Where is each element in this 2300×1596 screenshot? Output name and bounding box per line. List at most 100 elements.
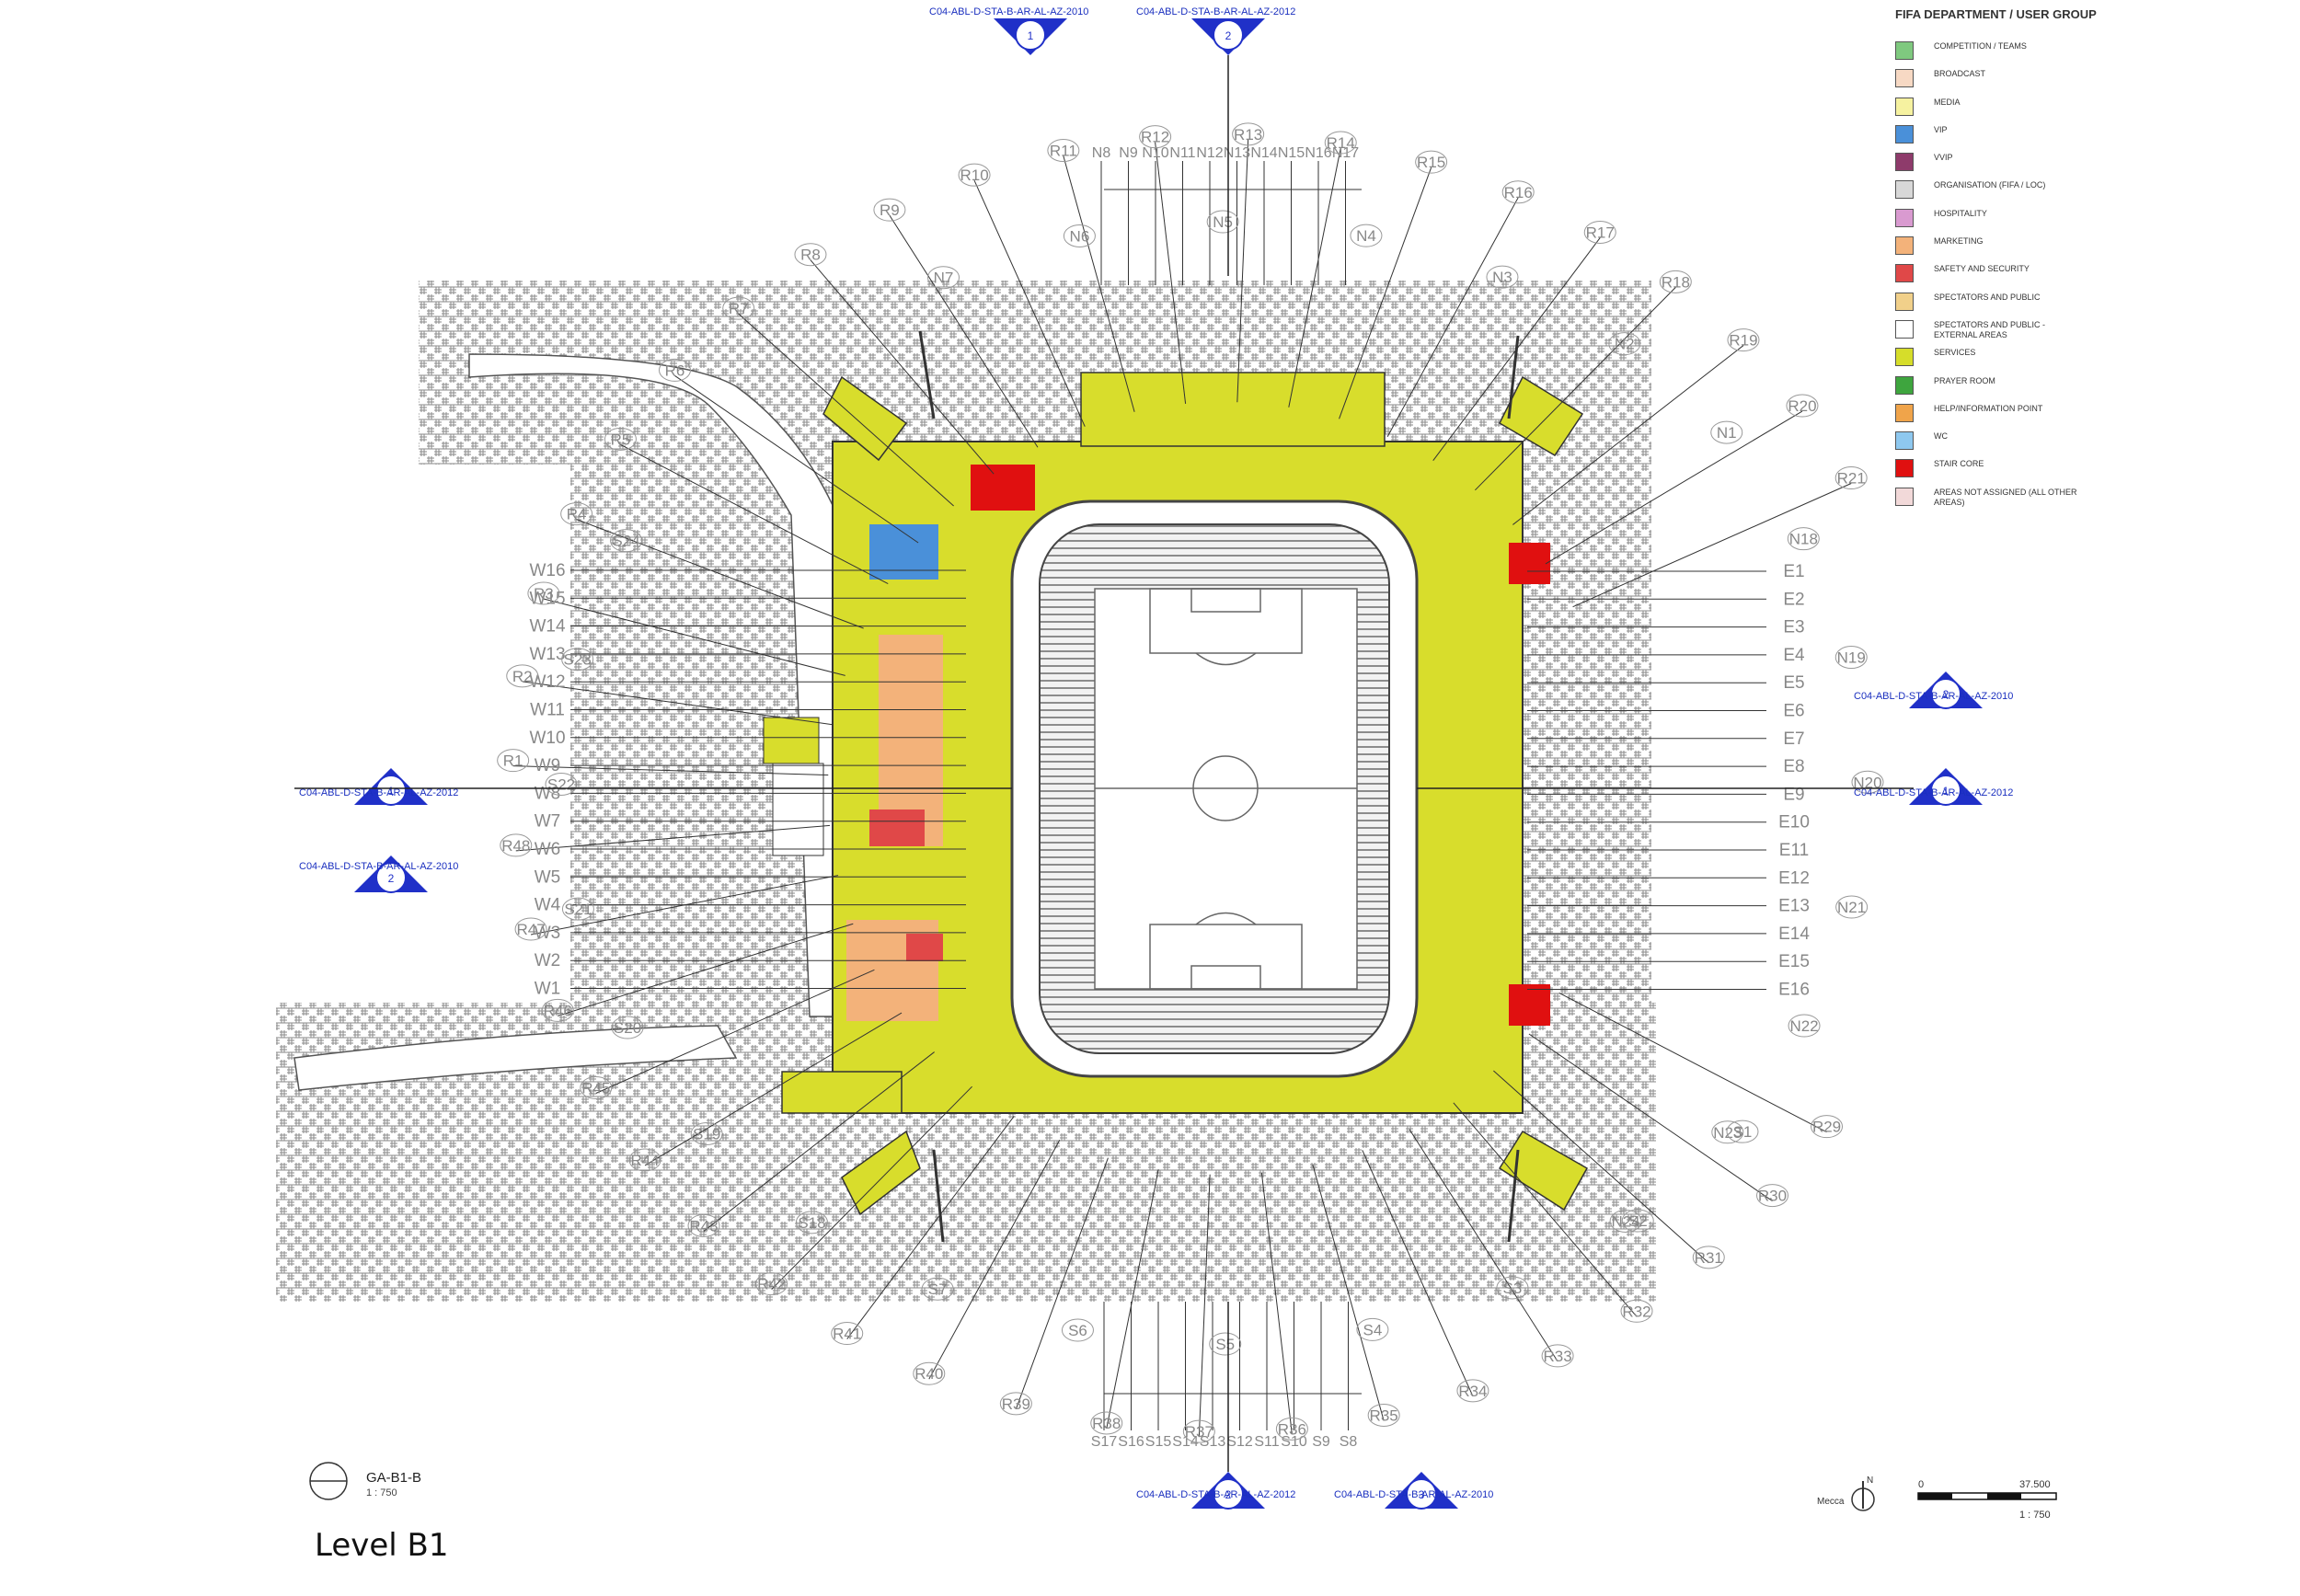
east-grid-label: E10 [1778,813,1810,832]
radial-grid-label: R3 [527,581,560,605]
radial-grid-label-text: R48 [501,837,530,855]
east-grid-label-text: E15 [1778,952,1810,971]
north-radial-label-text: N20 [1853,774,1881,791]
radial-grid-label: R41 [831,1322,864,1346]
legend-swatch [1895,459,1914,478]
north-radial-label: N4 [1350,224,1383,247]
north-grid-label-text: N9 [1119,145,1138,161]
radial-grid-label-text: R41 [833,1326,861,1343]
legend-swatch [1895,41,1914,60]
south-radial-label: S22 [545,772,578,796]
football-pitch [1094,588,1358,990]
west-grid-label: W2 [535,951,561,970]
south-radial-label-text: S23 [564,651,592,669]
radial-grid-label: R10 [958,163,991,187]
east-grid-label-text: E8 [1783,757,1804,776]
east-grid-label: E8 [1783,757,1804,776]
west-grid-label-text: W13 [529,645,565,664]
south-radial-label: S2 [1621,1209,1654,1233]
radial-grid-label: R42 [755,1272,788,1296]
west-grid-label: W12 [529,672,565,692]
section-marker-code: C04-ABL-D-STA-B-AR-AL-AZ-2010 [299,861,458,872]
legend-label: STAIR CORE [1934,459,1984,469]
north-radial-label: N3 [1486,265,1519,289]
radial-grid-label: R36 [1275,1417,1308,1441]
east-grid-label: E7 [1783,729,1804,749]
radial-grid-label-text: R16 [1504,184,1533,201]
radial-grid-label: R34 [1456,1379,1489,1403]
east-grid-label-text: E3 [1783,618,1804,637]
legend-item: AREAS NOT ASSIGNED (ALL OTHER AREAS) [1895,487,2263,515]
radial-grid-line [1155,142,1187,405]
legend-swatch [1895,236,1914,256]
radial-grid-label-text: R19 [1729,332,1757,350]
south-grid-label-text: S12 [1226,1434,1253,1450]
south-radial-label: S7 [921,1277,954,1301]
radial-grid-label: R6 [658,358,691,382]
east-grid-label-text: E1 [1783,562,1804,581]
legend-swatch [1895,69,1914,88]
legend-item: ORGANISATION (FIFA / LOC) [1895,180,2263,208]
radial-grid-label-text: R7 [729,300,749,317]
radial-grid-label-text: R17 [1586,224,1615,241]
radial-grid-label-text: R46 [544,1002,572,1019]
south-radial-label: S21 [561,897,594,921]
south-radial-label-text: S5 [1215,1336,1235,1353]
radial-grid-label: R35 [1367,1403,1400,1427]
west-grid-label: W10 [529,729,565,748]
radial-grid-line [1015,1157,1109,1410]
south-radial-label: S24 [610,529,643,553]
legend-swatch [1895,180,1914,200]
west-grid-label: W9 [535,756,561,775]
radial-grid-label-text: R12 [1141,129,1169,146]
radial-grid-line [512,765,829,776]
radial-grid-label-text: R15 [1417,154,1445,171]
west-grid-label: W6 [535,840,561,859]
south-grid-label: S8 [1340,1434,1358,1450]
south-radial-label-text: S24 [612,533,639,550]
radial-grid-line [1260,1172,1293,1435]
west-grid-label-text: W14 [529,617,566,637]
south-grid-label-text: S9 [1312,1434,1330,1450]
radial-grid-line [1572,483,1852,608]
legend-swatch [1895,348,1914,367]
south-radial-label: S18 [795,1211,828,1234]
south-grid-label-text: S11 [1254,1434,1279,1450]
radial-grid-label-text: R30 [1758,1188,1787,1205]
east-grid-label-text: E4 [1783,646,1805,665]
east-grid-label: E1 [1783,562,1804,581]
west-grid-label: W4 [535,896,561,915]
radial-grid-label: R1 [497,749,530,773]
east-grid-label: E12 [1778,868,1810,888]
north-radial-label-text: N1 [1717,424,1737,442]
south-radial-label-text: S7 [928,1280,948,1298]
radial-grid-label-text: R1 [503,752,523,770]
radial-grid-label: R13 [1232,122,1265,146]
north-radial-label: N22 [1788,1014,1821,1038]
north-grid-label-text: N15 [1278,145,1305,161]
north-grid-label: N14 [1250,145,1277,161]
section-marker-number: 2 [1225,1488,1232,1501]
north-grid-label-text: N13 [1224,145,1250,161]
south-radial-label-text: S21 [564,901,592,918]
north-grid-label-text: N14 [1250,145,1277,161]
south-radial-label: S5 [1209,1332,1242,1356]
radial-grid-line [620,443,889,585]
north-radial-label-text: N7 [934,270,954,287]
east-grid-label: E13 [1778,897,1810,916]
radial-grid-label: R47 [514,917,547,941]
radial-grid-line [889,214,1039,448]
radial-grid-label: R11 [1047,139,1080,163]
radial-grid-label: R17 [1583,220,1616,244]
legend-swatch [1895,375,1914,395]
south-radial-label-text: S2 [1628,1212,1648,1230]
north-radial-label-text: N3 [1492,269,1512,286]
east-grid-label: E4 [1783,646,1805,665]
north-radial-label: N1 [1710,420,1743,444]
section-marker-number: 1 [1943,785,1949,798]
radial-grid-line [1339,166,1432,419]
north-radial-label-text: N5 [1213,213,1233,231]
radial-grid-line [810,259,995,475]
radial-grid-line [1558,992,1827,1133]
